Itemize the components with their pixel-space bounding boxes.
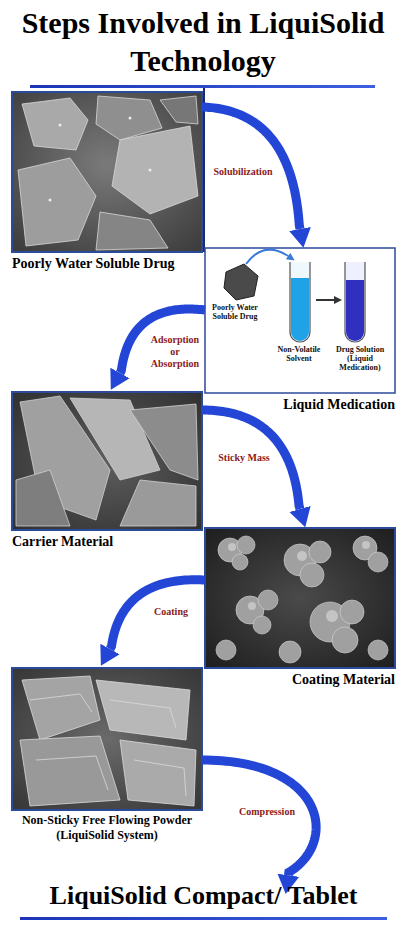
step-caption: Poorly Water Soluble Drug <box>12 255 202 272</box>
carrier-micrograph <box>12 392 202 530</box>
arrow-label: Adsorption or Absorption <box>146 334 204 370</box>
coating-micrograph-part-part <box>362 541 370 549</box>
coating-micrograph-part-part <box>332 627 358 653</box>
powder-micrograph-part <box>20 736 120 806</box>
powder-micrograph-part <box>120 740 196 806</box>
drug-micrograph-part <box>112 126 198 214</box>
carrier-micrograph-part <box>12 392 202 530</box>
title-underline-part <box>203 88 205 252</box>
coating-micrograph-part-part <box>248 602 256 610</box>
carrier-micrograph-part <box>16 470 70 526</box>
liquid-medication-illustration-part <box>346 280 364 341</box>
tablet-underline-part <box>20 917 387 920</box>
process-arrow <box>202 410 300 509</box>
powder-micrograph-part <box>96 680 190 740</box>
coating-micrograph-part <box>228 541 370 622</box>
drug-micrograph-part <box>129 117 132 120</box>
illustration-label: Drug Solution (Liquid Medication) <box>328 345 392 372</box>
arrow-label: Sticky Mass <box>212 452 276 464</box>
powder-micrograph-part <box>30 694 92 712</box>
carrier-micrograph-part <box>130 404 198 480</box>
process-arrow <box>120 309 205 373</box>
coating-micrograph-part <box>205 528 395 668</box>
coating-micrograph-part-part <box>258 590 278 610</box>
powder-micrograph-part <box>12 668 202 810</box>
coating-micrograph-part-part <box>228 543 236 551</box>
step-box: Non-Sticky Free Flowing Powder (LiquiSol… <box>12 668 202 843</box>
process-arrow <box>202 760 316 875</box>
title-underline-part <box>30 85 375 88</box>
powder-micrograph <box>12 668 202 810</box>
liquid-medication-illustration-part <box>291 278 309 341</box>
drug-micrograph-part <box>149 169 152 172</box>
liquid-medication-illustration-part <box>345 262 365 342</box>
drug-micrograph-part <box>22 98 88 150</box>
process-arrow <box>202 107 300 229</box>
coating-micrograph-part-part <box>300 563 324 587</box>
drug-micrograph-part <box>12 92 202 252</box>
arrow-label: Coating <box>146 606 196 618</box>
liquid-medication-illustration-part <box>316 299 334 301</box>
drug-micrograph-part <box>96 212 168 250</box>
coating-micrograph-part-part <box>279 641 301 663</box>
powder-micrograph-part <box>110 700 176 728</box>
drug-micrograph-part <box>160 96 198 124</box>
powder-micrograph-part <box>134 760 186 796</box>
coating-micrograph-part-part <box>368 640 388 660</box>
powder-micrograph-part <box>12 668 202 810</box>
drug-micrograph-part <box>18 158 96 246</box>
coating-micrograph-part-part <box>309 541 331 563</box>
drug-micrograph-part <box>49 199 52 202</box>
step-box: Carrier Material <box>12 392 202 550</box>
coating-micrograph-part-part <box>297 551 307 561</box>
coating-micrograph-part-part <box>232 554 248 570</box>
liquid-medication-illustration-part <box>205 248 395 393</box>
coating-micrograph <box>205 528 395 668</box>
liquid-medication-illustration-part <box>246 250 288 264</box>
powder-micrograph-part <box>36 756 108 790</box>
step-box: Poorly Water Soluble Drug <box>12 92 202 272</box>
step-box: Coating Material <box>205 528 395 688</box>
coating-micrograph-part-part <box>368 552 388 572</box>
step-caption: Carrier Material <box>12 533 202 550</box>
illustration-label: Non-Volatile Solvent <box>273 345 325 363</box>
liquid-medication-illustration-part <box>290 262 310 342</box>
step-caption: Non-Sticky Free Flowing Powder (LiquiSol… <box>12 813 202 843</box>
coating-micrograph-part-part <box>340 600 364 624</box>
coating-micrograph-part-part <box>253 616 271 634</box>
coating-micrograph-part-part <box>237 536 255 554</box>
step-box: Liquid Medication <box>205 248 395 413</box>
carrier-micrograph-part <box>12 392 202 530</box>
drug-micrograph <box>12 92 202 252</box>
coating-micrograph-part-part <box>216 640 236 660</box>
process-arrow <box>110 580 205 649</box>
carrier-micrograph-part <box>120 480 196 526</box>
drug-micrograph-part <box>59 124 62 127</box>
liquid-medication-illustration <box>205 248 395 393</box>
liquid-medication-illustration-part <box>224 264 258 300</box>
arrow-label: Compression <box>232 806 302 818</box>
coating-micrograph-part-part <box>326 610 338 622</box>
step-caption: Coating Material <box>205 671 395 688</box>
drug-micrograph-part <box>12 92 202 252</box>
step-caption: Liquid Medication <box>205 396 395 413</box>
powder-micrograph-part <box>22 676 100 740</box>
coating-micrograph-part <box>216 536 388 663</box>
arrow-label: Solubilization <box>208 166 278 178</box>
step-caption: LiquiSolid Compact/ Tablet <box>0 880 407 912</box>
tablet-underline <box>20 917 387 920</box>
coating-micrograph-part <box>205 528 395 668</box>
result-box: LiquiSolid Compact/ Tablet <box>0 880 407 912</box>
illustration-label: Poorly Water Soluble Drug <box>209 303 261 321</box>
diagram-title: Steps Involved in LiquiSolid Technology <box>13 4 393 80</box>
